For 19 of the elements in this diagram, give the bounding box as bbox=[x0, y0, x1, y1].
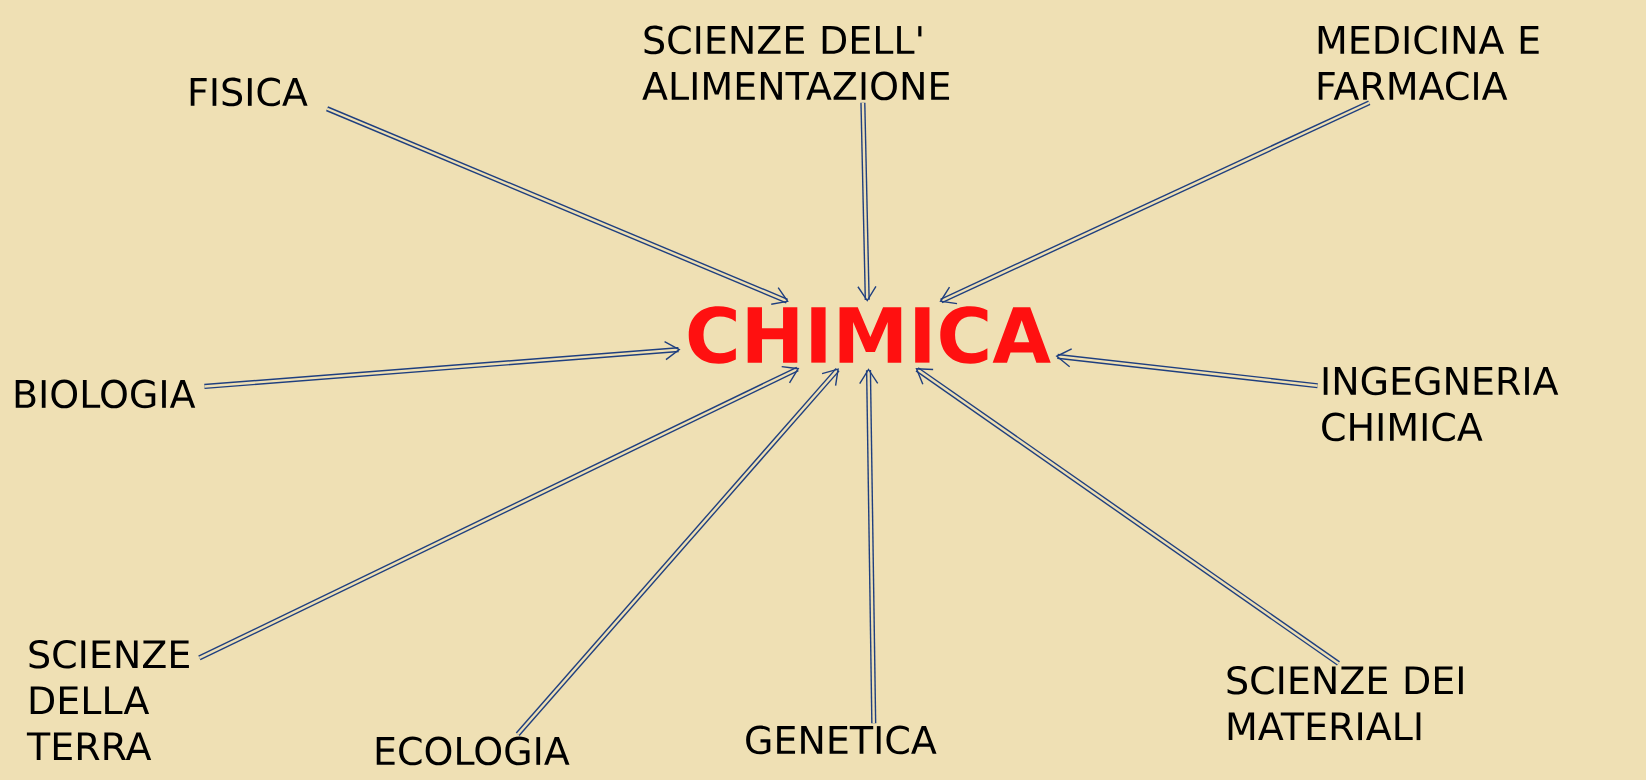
arrow bbox=[859, 368, 879, 724]
arrow bbox=[515, 367, 840, 736]
topic-label: SCIENZE DELL' ALIMENTAZIONE bbox=[642, 25, 950, 101]
topic-label: GENETICA bbox=[746, 725, 937, 755]
topic-label: INGEGNERIA CHIMICA bbox=[1322, 366, 1559, 442]
title-text: CHIMICA bbox=[688, 306, 1051, 364]
arrow bbox=[326, 106, 789, 305]
arrow bbox=[198, 365, 800, 661]
arrow bbox=[857, 102, 877, 302]
topic-label: FISICA bbox=[190, 77, 308, 107]
arrow bbox=[1055, 348, 1318, 389]
topic-label: BIOLOGIA bbox=[15, 379, 196, 409]
arrow bbox=[915, 367, 1340, 666]
topic-label: SCIENZE DELLA TERRA bbox=[26, 639, 189, 761]
arrow bbox=[204, 341, 681, 390]
topic-label: MEDICINA E FARMACIA bbox=[1318, 25, 1539, 101]
arrow bbox=[939, 100, 1371, 305]
topic-label: ECOLOGIA bbox=[376, 736, 570, 766]
topic-label: SCIENZE DEI MATERIALI bbox=[1227, 665, 1463, 741]
